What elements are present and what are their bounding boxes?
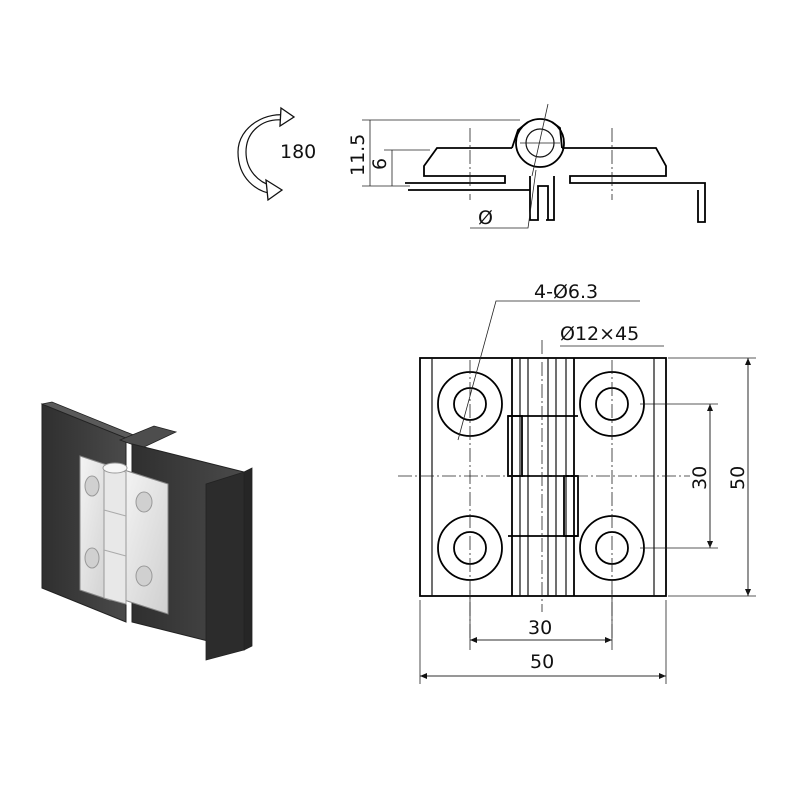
front-view: 4-Ø6.3 Ø12×45 30 50 30 50 <box>398 281 756 684</box>
hole-callout: 4-Ø6.3 <box>534 281 598 303</box>
countersink-callout: Ø12×45 <box>560 323 639 345</box>
dim-outer-height-label: 50 <box>727 466 749 490</box>
dim-inner-height-label: 30 <box>689 466 711 490</box>
dim-inner-width-label: 30 <box>528 617 552 639</box>
leaf-hole-icon <box>135 491 153 513</box>
rotation-arrow-icon <box>237 106 296 202</box>
leaf-hole-icon <box>135 565 153 587</box>
hinge-right-leaf <box>123 469 169 615</box>
side-view: 180 11.5 6 Ø <box>237 103 706 229</box>
rotation-label: 180 <box>280 141 316 163</box>
dim-outer-width-label: 50 <box>530 651 554 673</box>
dim-11-5-label: 11.5 <box>347 134 369 176</box>
isometric-view <box>40 401 253 661</box>
hinge-knuckle <box>103 465 127 605</box>
leaf-hole-icon <box>84 547 100 569</box>
diameter-symbol: Ø <box>478 207 493 229</box>
leaf-hole-icon <box>84 475 100 497</box>
dim-6-label: 6 <box>369 158 391 170</box>
